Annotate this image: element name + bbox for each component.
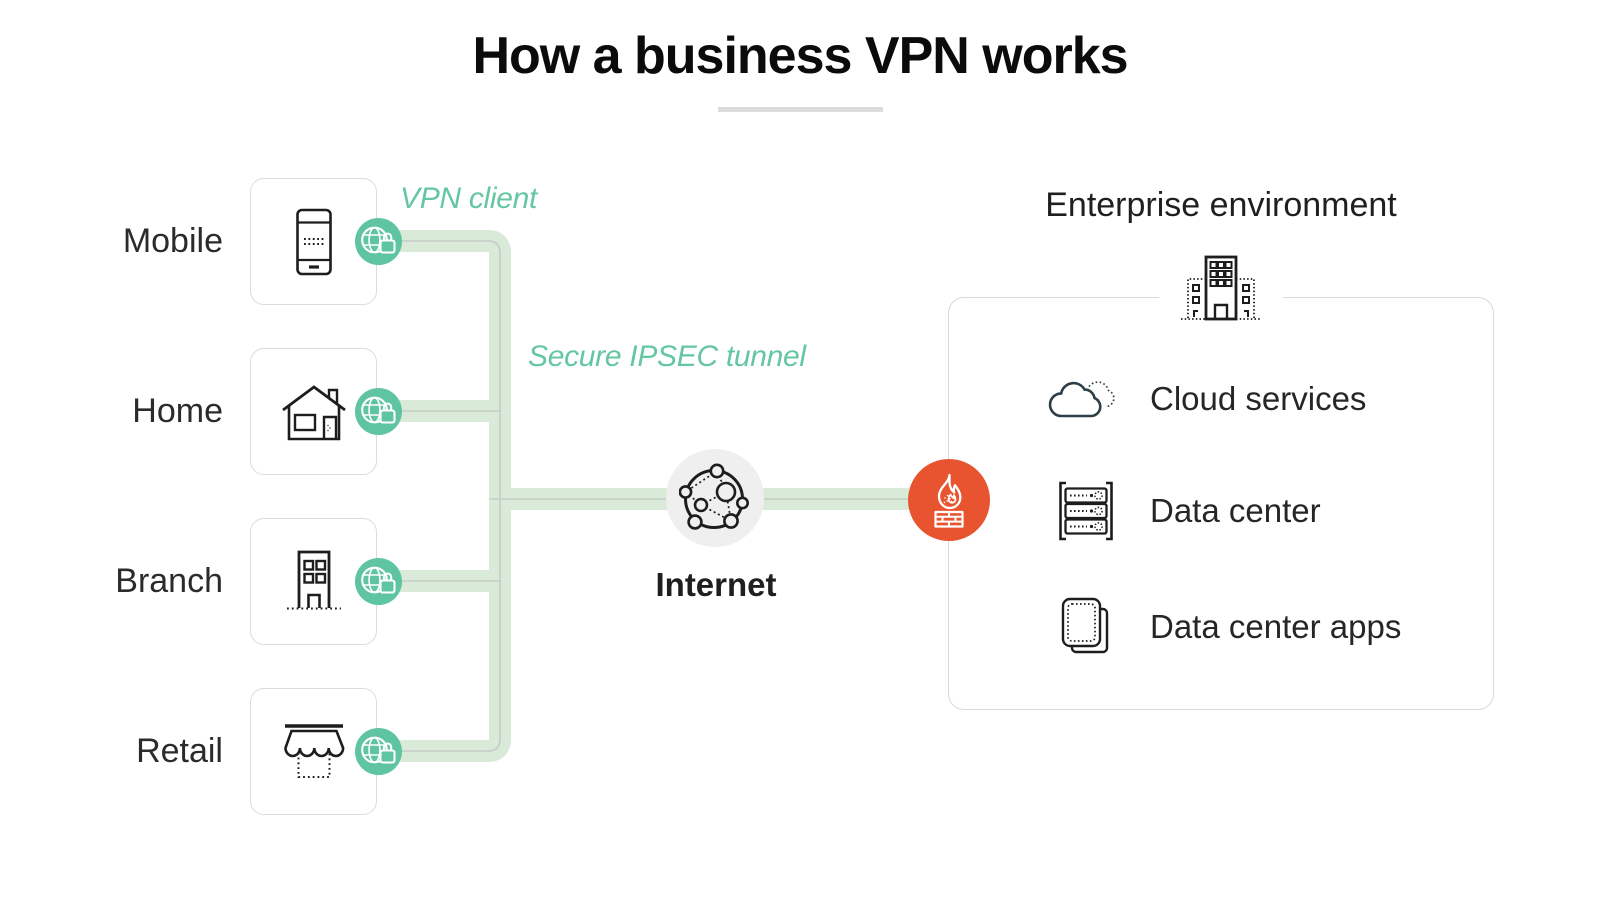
source-label-home: Home bbox=[132, 392, 223, 430]
globe-lock-icon bbox=[356, 559, 402, 605]
house-icon bbox=[281, 382, 347, 442]
source-label-retail: Retail bbox=[136, 732, 223, 770]
network-globe-icon bbox=[679, 460, 751, 536]
page-title: How a business VPN works bbox=[472, 27, 1128, 85]
enterprise-title: Enterprise environment bbox=[1045, 186, 1397, 224]
tunnel-band-trunk bbox=[378, 230, 511, 762]
smartphone-icon bbox=[292, 207, 336, 277]
server-rack-icon bbox=[1053, 480, 1119, 542]
globe-lock-icon bbox=[356, 729, 402, 775]
globe-lock-icon bbox=[356, 389, 402, 435]
tunnel-wire-trunk bbox=[378, 240, 501, 752]
globe-lock-icon bbox=[356, 219, 402, 265]
enterprise-item-data-center-apps: Data center apps bbox=[1150, 608, 1402, 645]
title-underline bbox=[718, 107, 883, 112]
office-building-icon bbox=[284, 549, 344, 615]
source-label-mobile: Mobile bbox=[122, 222, 223, 260]
storefront-icon bbox=[281, 721, 347, 783]
firewall-icon bbox=[925, 471, 973, 529]
vpn-badge-retail bbox=[355, 728, 402, 775]
vpn-client-label: VPN client bbox=[400, 182, 538, 215]
enterprise-item-cloud-services: Cloud services bbox=[1150, 380, 1367, 417]
vpn-badge-home bbox=[355, 388, 402, 435]
enterprise-box bbox=[948, 297, 1494, 710]
enterprise-item-data-center: Data center bbox=[1150, 492, 1321, 529]
enterprise-building-icon bbox=[1159, 253, 1283, 325]
cloud-icon bbox=[1044, 373, 1128, 425]
vpn-badge-mobile bbox=[355, 218, 402, 265]
stacked-apps-icon bbox=[1057, 596, 1115, 658]
firewall-node bbox=[908, 459, 990, 541]
vpn-badge-branch bbox=[355, 558, 402, 605]
secure-tunnel-label: Secure IPSEC tunnel bbox=[528, 340, 806, 373]
internet-node bbox=[666, 449, 764, 547]
internet-label: Internet bbox=[655, 566, 777, 603]
source-label-branch: Branch bbox=[115, 562, 223, 600]
